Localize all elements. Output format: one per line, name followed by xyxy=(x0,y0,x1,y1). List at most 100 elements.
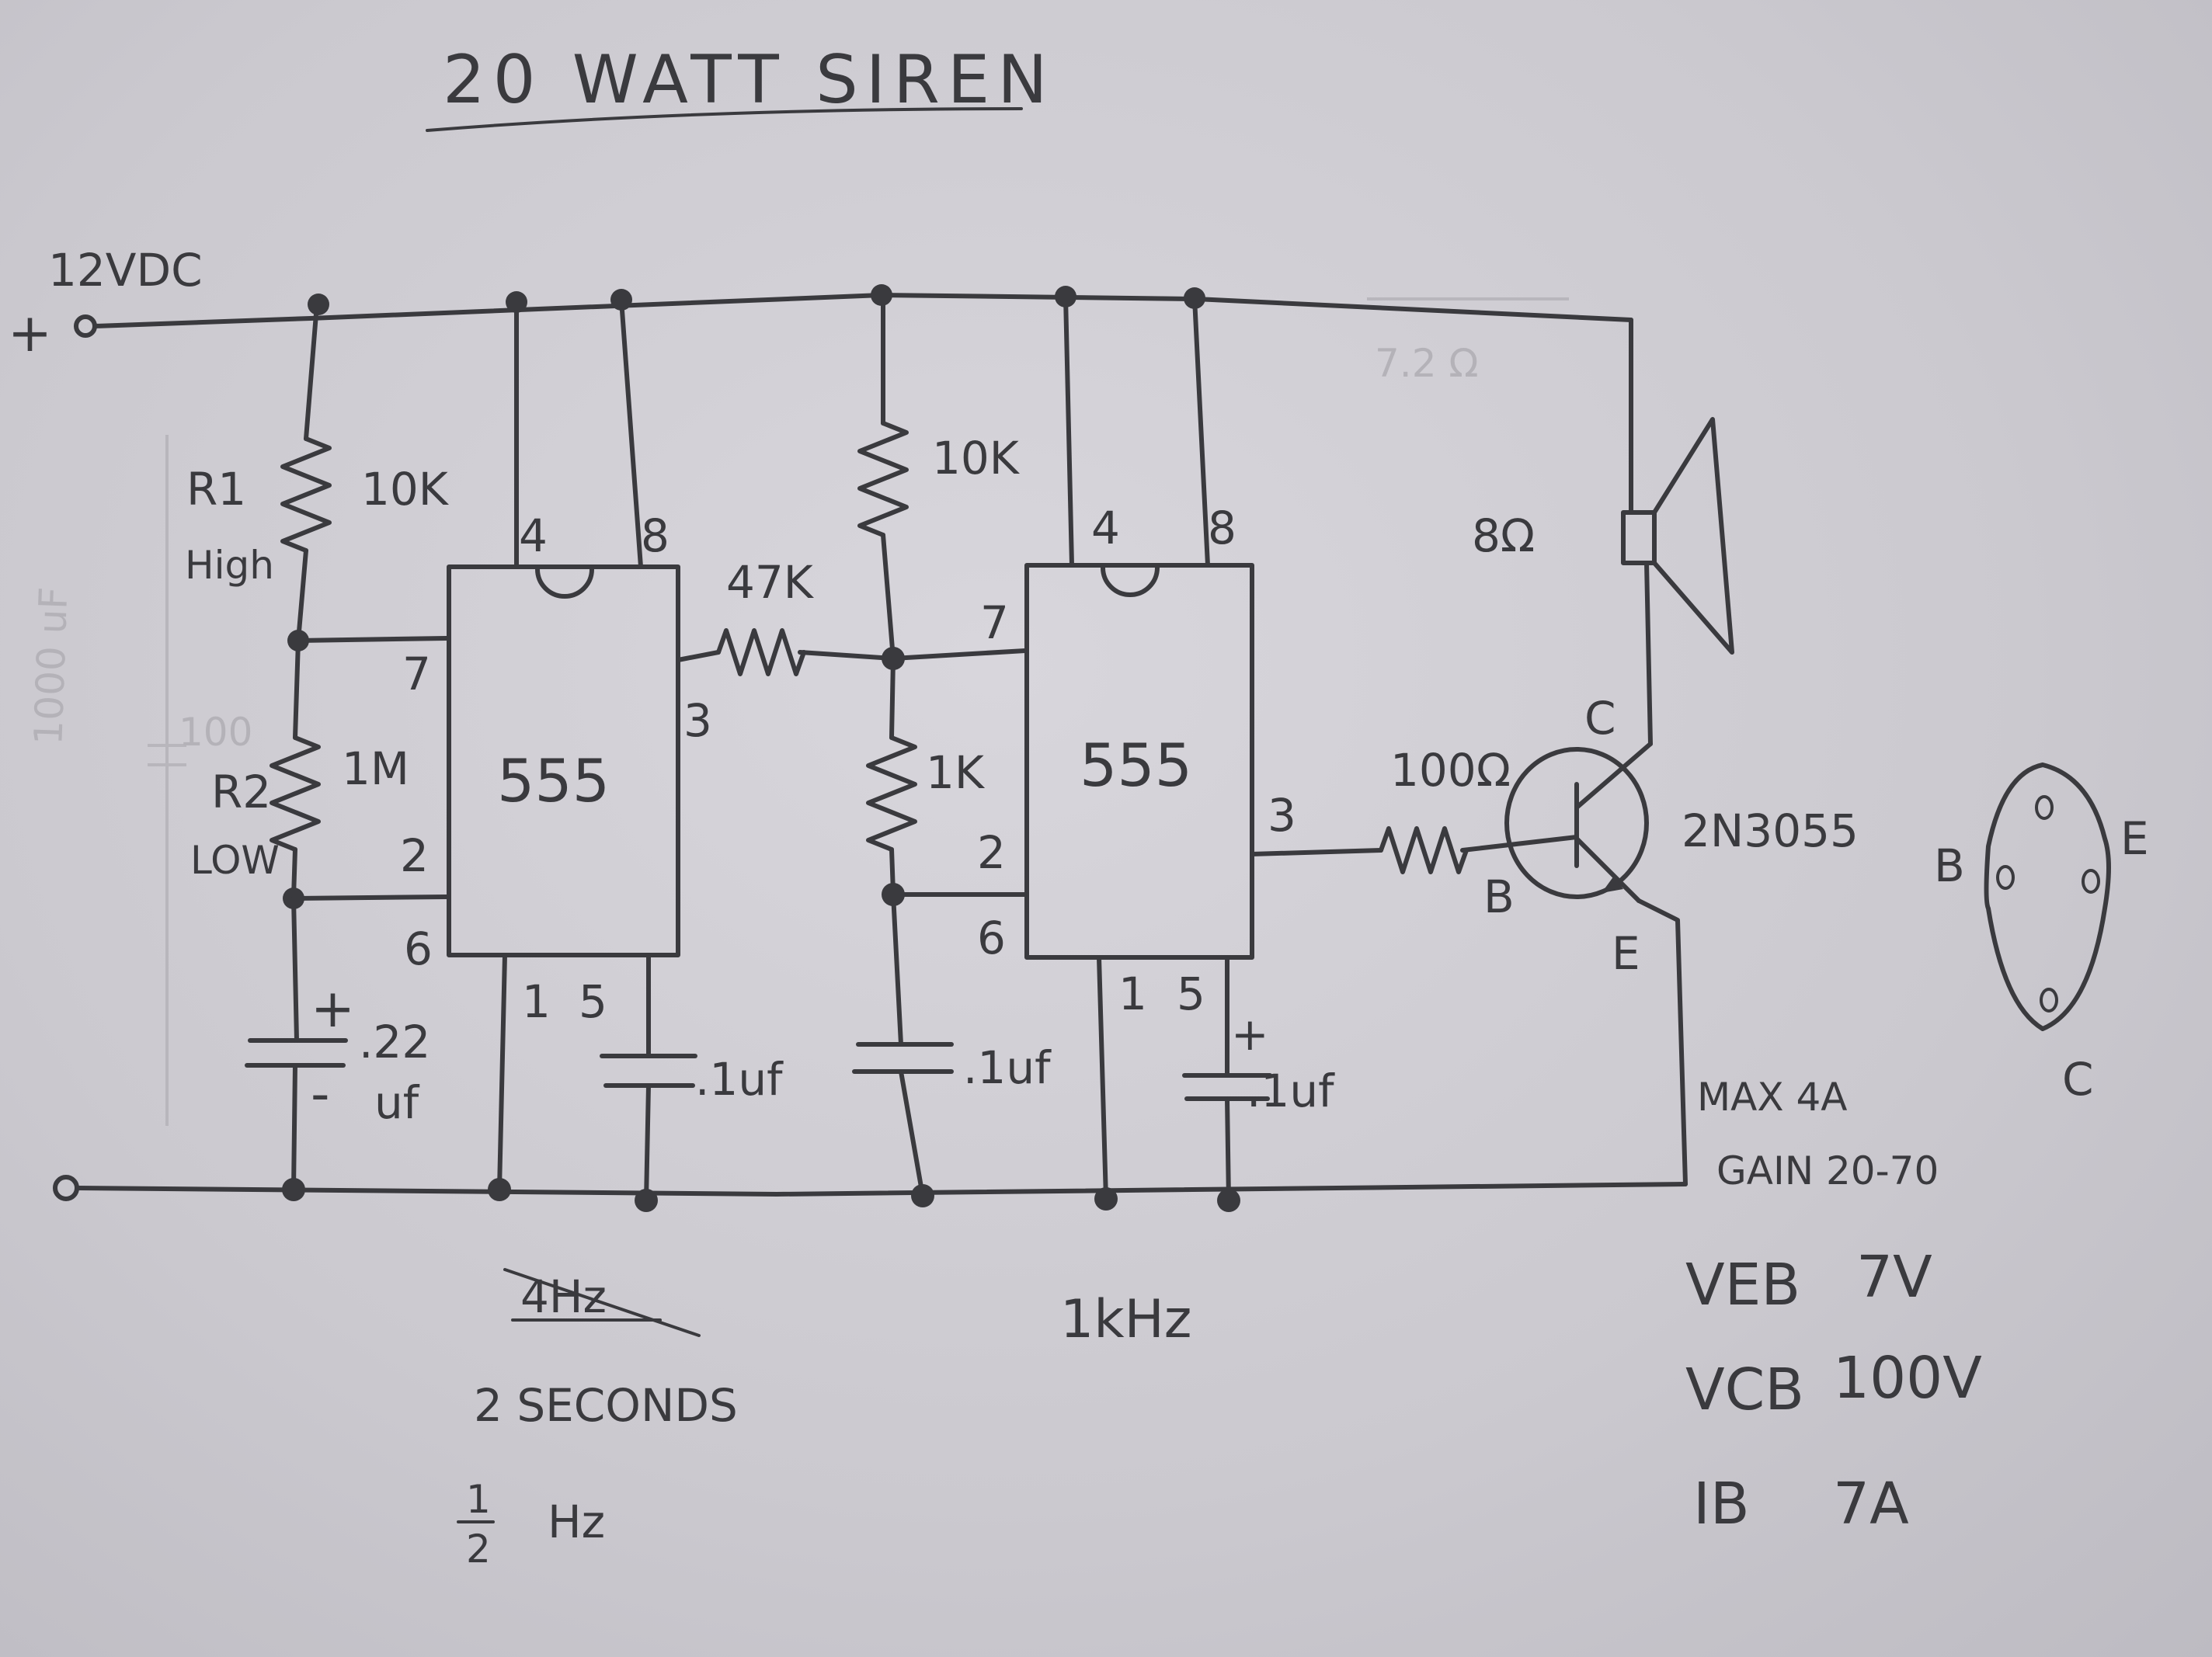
r1-lead xyxy=(304,302,319,441)
coupling-resistor xyxy=(716,628,806,676)
pin-e-hole xyxy=(2082,869,2100,894)
title-underline xyxy=(426,107,1023,132)
ic1-name: 555 xyxy=(497,746,610,815)
ic2-notch xyxy=(1101,565,1160,597)
collector-wire xyxy=(1644,561,1653,746)
ic2-pin2: 2 xyxy=(977,826,1006,879)
mid-cap-lead-bottom xyxy=(899,1069,925,1198)
mid-r-bottom-lead xyxy=(889,656,896,740)
r1-value: 10K xyxy=(361,463,450,516)
transistor-pin-c: C xyxy=(1584,692,1616,745)
mount-hole-top xyxy=(2035,795,2054,820)
base-wire xyxy=(1460,835,1579,853)
timing-cap-plus: + xyxy=(311,978,355,1040)
ic2-pin7-wire xyxy=(891,648,1028,661)
emitter-ground-wire xyxy=(1636,898,1688,1186)
mid-cap-value: .1uf xyxy=(963,1041,1052,1094)
timing-cap-unit: uf xyxy=(374,1076,420,1129)
r1-lead-bottom xyxy=(296,548,308,643)
ic2-pin7: 7 xyxy=(980,596,1009,649)
r1-label: R1 xyxy=(186,463,246,516)
mid-cap-lead xyxy=(891,892,903,1047)
r2-label: R2 xyxy=(211,766,271,818)
ic2-cap-value: .1uf xyxy=(1247,1065,1335,1117)
package-pin-b: B xyxy=(1934,839,1965,892)
r2-note: LOW xyxy=(190,838,280,883)
mid-r-top-value: 10K xyxy=(932,432,1021,485)
ic2-pin8: 8 xyxy=(1208,502,1236,554)
speaker-impedance: 8Ω xyxy=(1472,509,1535,562)
transistor-model: 2N3055 xyxy=(1682,804,1859,857)
pin7-wire-left xyxy=(296,636,449,643)
ic2-pin5: 5 xyxy=(1177,967,1205,1020)
mount-hole-bottom xyxy=(2040,988,2058,1013)
timing-cap-lead xyxy=(291,896,299,1043)
coupling-resistor-value: 47K xyxy=(726,556,815,609)
timing-cap-value: .22 xyxy=(359,1016,430,1068)
spec-ib-name: IB xyxy=(1693,1471,1750,1537)
ic1-pin3-wire xyxy=(676,650,721,662)
gain-range: GAIN 20-70 xyxy=(1716,1148,1939,1193)
ic1-pin2: 2 xyxy=(400,829,429,882)
ic2-pin3: 3 xyxy=(1268,789,1296,842)
r1-resistor xyxy=(280,436,332,553)
base-resistor-value: 100Ω xyxy=(1390,744,1511,797)
timing-cap-lead-bottom xyxy=(291,1063,297,1192)
ic1-pin6: 6 xyxy=(404,922,433,975)
supply-voltage: 12VDC xyxy=(48,244,203,297)
emitter-arrow xyxy=(1602,876,1623,893)
max-current: MAX 4A xyxy=(1697,1075,1848,1120)
package-pin-c: C xyxy=(2062,1053,2094,1106)
timing-cap-minus: - xyxy=(311,1064,330,1125)
supply-terminal xyxy=(74,314,97,338)
transistor-collector xyxy=(1574,742,1653,810)
mid-r-bottom-value: 1K xyxy=(926,746,986,799)
base-resistor xyxy=(1379,826,1469,874)
ic1-period: 2 SECONDS xyxy=(474,1379,738,1432)
ic1-pin7: 7 xyxy=(402,648,431,700)
ic2-cap-plus: + xyxy=(1231,1008,1269,1061)
spec-veb-value: 7V xyxy=(1856,1244,1932,1311)
spec-ib-value: 7A xyxy=(1833,1471,1909,1537)
ic1-pin3: 3 xyxy=(683,694,712,747)
ic2-name: 555 xyxy=(1080,731,1192,800)
coupling-wire xyxy=(798,650,896,661)
package-outline xyxy=(1984,762,2111,1031)
r1-note: High xyxy=(185,543,274,588)
ic2-pin6: 6 xyxy=(977,912,1006,964)
ic2-cap-lead-bottom xyxy=(1225,1096,1231,1203)
ground-rail xyxy=(75,1182,1688,1197)
spec-veb-name: VEB xyxy=(1685,1252,1800,1318)
ic2-pin4-wire xyxy=(1063,294,1074,568)
ghost-cap-note: 1000 uF xyxy=(26,586,76,745)
ic1-freq-den: 2 xyxy=(466,1527,491,1572)
ic1-freq-num: 1 xyxy=(466,1477,491,1522)
supply-plus: + xyxy=(8,303,52,364)
spec-vcb-value: 100V xyxy=(1833,1345,1982,1412)
ic1-pin1-wire xyxy=(497,953,507,1192)
ic2-pin1: 1 xyxy=(1118,967,1147,1020)
strike-line xyxy=(503,1268,701,1337)
spec-vcb-name: VCB xyxy=(1685,1357,1804,1423)
ic1-pin4: 4 xyxy=(519,509,548,562)
pin-b-hole xyxy=(1996,865,2015,890)
ic1-freq-unit: Hz xyxy=(548,1495,605,1548)
ic2-pin3-wire xyxy=(1250,848,1383,856)
r2-value: 1M xyxy=(342,742,409,795)
ic1-notch xyxy=(535,567,594,599)
ic2-body xyxy=(1024,563,1254,960)
ic1-pin8: 8 xyxy=(641,509,670,562)
ic1-pin8-wire xyxy=(619,297,643,569)
ic1-pin5: 5 xyxy=(579,975,607,1028)
transistor-pin-b: B xyxy=(1483,870,1515,923)
ic2-pin1-wire xyxy=(1097,955,1108,1201)
transistor-emitter xyxy=(1574,836,1641,903)
mid-r-bottom-resistor xyxy=(866,735,917,852)
ic2-pin4: 4 xyxy=(1091,502,1120,554)
schematic-title: 20 WATT SIREN xyxy=(443,41,1056,119)
ic1-pin1: 1 xyxy=(522,975,551,1028)
package-pin-e: E xyxy=(2120,812,2149,865)
pin2-wire-left xyxy=(291,895,449,901)
